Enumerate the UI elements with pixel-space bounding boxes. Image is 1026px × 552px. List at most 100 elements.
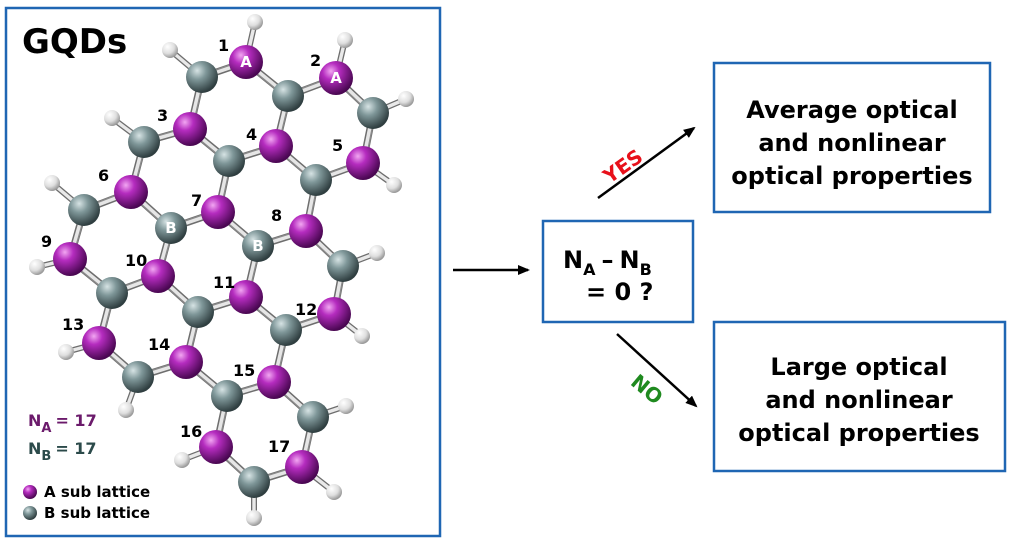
decision-minus: – — [601, 246, 613, 274]
atom-label-b8: B — [165, 219, 176, 237]
outcome-top-line-2: and nonlinear — [758, 129, 945, 157]
count-b-symbol: N — [28, 439, 41, 458]
outcome-bottom-box — [712, 320, 1007, 473]
outcome-bottom-line-2: and nonlinear — [765, 386, 952, 414]
atom-number-9: 9 — [41, 232, 52, 251]
atom-number-3: 3 — [157, 106, 168, 125]
a-sublattice-atom-16 — [199, 430, 233, 464]
a-sublattice-atom-9 — [53, 242, 87, 276]
hydrogen-atom — [58, 344, 74, 360]
yes-label: YES — [598, 144, 647, 189]
atom-number-10: 10 — [125, 251, 147, 270]
hydrogen-atom — [29, 259, 45, 275]
b-sublattice-atom-3 — [357, 97, 389, 129]
b-sublattice-atom-8 — [155, 212, 187, 244]
b-sublattice-atom-16 — [297, 401, 329, 433]
outcome-top-box — [712, 61, 992, 214]
b-sublattice-atom-2 — [272, 80, 304, 112]
carbon-atoms: A A B B — [53, 45, 389, 498]
yes-arrow — [597, 126, 696, 200]
legend-a-swatch — [23, 485, 37, 499]
a-sublattice-atom-3 — [173, 112, 207, 146]
decision-sub-a: A — [583, 260, 596, 279]
hydrogen-atom — [247, 14, 263, 30]
a-sublattice-atom-8 — [289, 214, 323, 248]
hydrogen-atom — [246, 510, 262, 526]
atom-number-17: 17 — [268, 437, 290, 456]
a-sublattice-atom-15 — [257, 365, 291, 399]
a-sublattice-atom-10 — [141, 259, 175, 293]
atom-number-13: 13 — [62, 315, 84, 334]
atom-number-12: 12 — [295, 300, 317, 319]
legend-b-label: B sub lattice — [44, 504, 150, 522]
atom-number-14: 14 — [148, 335, 170, 354]
atom-number-16: 16 — [180, 422, 202, 441]
decision-equals: = 0 ? — [586, 278, 653, 306]
svg-text:NB= 17: NB = 17 — [28, 439, 97, 464]
legend-a-label: A sub lattice — [44, 483, 150, 501]
a-sublattice-atom-6 — [114, 175, 148, 209]
hydrogen-atom — [398, 91, 414, 107]
no-arrow — [616, 333, 698, 408]
outcome-top-line-3: optical properties — [731, 162, 972, 190]
count-b-subscript: B — [41, 449, 51, 464]
a-sublattice-atom-7 — [201, 195, 235, 229]
outcome-top-line-1: Average optical — [746, 96, 958, 124]
panel-title: GQDs — [22, 22, 127, 62]
atom-label-a2: A — [330, 69, 342, 87]
atom-number-11: 11 — [213, 273, 235, 292]
a-sublattice-atom-1 — [229, 45, 263, 79]
b-sublattice-atom-15 — [211, 380, 243, 412]
count-b: NB = 17 — [28, 439, 97, 464]
atom-label-b9: B — [252, 237, 263, 255]
b-sublattice-atom-10 — [327, 250, 359, 282]
atom-number-6: 6 — [98, 166, 109, 185]
a-sublattice-atom-5 — [346, 146, 380, 180]
hydrogen-atom — [104, 110, 120, 126]
svg-text:NA= 17: NA= 17 — [28, 411, 97, 436]
b-sublattice-atom-7 — [68, 194, 100, 226]
hydrogen-atom — [369, 245, 385, 261]
hydrogen-atom — [44, 175, 60, 191]
atom-number-2: 2 — [310, 51, 321, 70]
decision-sub-b: B — [640, 260, 652, 279]
decision-n-b: N — [619, 246, 639, 274]
b-sublattice-atom-13 — [270, 314, 302, 346]
a-sublattice-atom-14 — [169, 345, 203, 379]
b-sublattice-atom-17 — [238, 466, 270, 498]
decision-expression: NA–NB — [563, 246, 652, 279]
atom-label-a1: A — [240, 53, 252, 71]
hydrogen-atom — [174, 452, 190, 468]
outcome-bottom-line-3: optical properties — [738, 419, 979, 447]
count-a-symbol: N — [28, 411, 41, 430]
atom-number-8: 8 — [271, 206, 282, 225]
legend-b-swatch — [23, 506, 37, 520]
count-b-value: = 17 — [55, 439, 96, 458]
b-sublattice-atom-14 — [122, 361, 154, 393]
b-sublattice-atom-6 — [300, 164, 332, 196]
molecule-panel-frame — [4, 6, 442, 538]
atom-numbers: 1 2 3 4 5 6 7 8 9 10 11 12 13 14 15 16 1… — [41, 36, 343, 456]
b-sublattice-atom-1 — [186, 61, 218, 93]
count-a: NA= 17 — [28, 411, 97, 436]
hydrogen-atom — [354, 328, 370, 344]
hydrogen-atom — [337, 32, 353, 48]
count-a-value: = 17 — [55, 411, 96, 430]
hydrogen-atom — [386, 177, 402, 193]
atom-number-7: 7 — [191, 191, 202, 210]
hydrogen-atom — [162, 42, 178, 58]
hydrogen-atom — [338, 398, 354, 414]
b-sublattice-atom-5 — [213, 145, 245, 177]
decision-box — [541, 219, 695, 324]
atom-number-4: 4 — [246, 125, 257, 144]
b-sublattice-atom-11 — [96, 277, 128, 309]
hydrogen-atom — [326, 484, 342, 500]
a-sublattice-atom-13 — [82, 326, 116, 360]
atom-number-1: 1 — [218, 36, 229, 55]
hydrogen-atom — [118, 402, 134, 418]
atom-number-5: 5 — [332, 136, 343, 155]
b-sublattice-atom-4 — [128, 126, 160, 158]
a-sublattice-atom-4 — [259, 129, 293, 163]
a-sublattice-atom-17 — [285, 450, 319, 484]
